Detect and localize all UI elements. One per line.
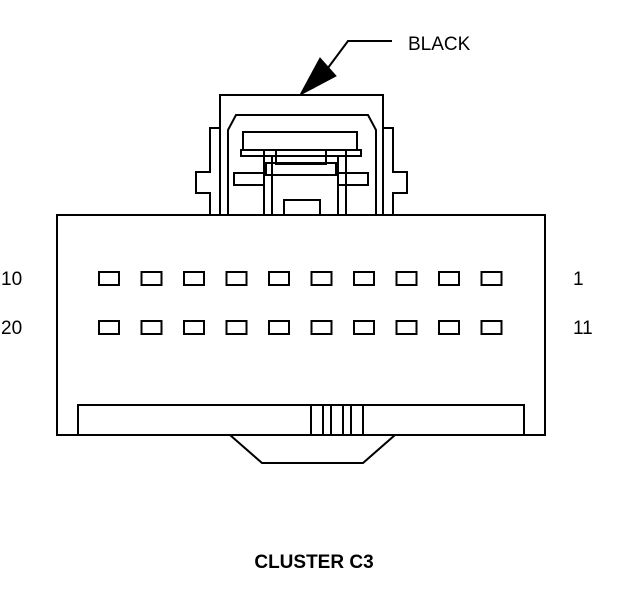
pin-cavity <box>438 320 460 335</box>
row1-right-pin-number: 1 <box>573 269 584 290</box>
pin-cavity <box>98 271 120 286</box>
pin-cavity <box>310 271 333 286</box>
row1-left-pin-number: 10 <box>1 269 22 290</box>
pin-cavity <box>268 320 290 335</box>
connector-body <box>56 214 546 464</box>
pin-cavity <box>98 320 120 335</box>
pin-row-1 <box>98 271 503 286</box>
pin-cavity <box>395 271 418 286</box>
connector-latch <box>195 94 408 216</box>
pin-cavity <box>268 271 290 286</box>
pin-cavity <box>353 320 375 335</box>
pin-cavity <box>310 320 333 335</box>
connector-color-label: BLACK <box>408 34 471 55</box>
row2-right-pin-number: 11 <box>573 318 593 339</box>
pin-cavity <box>480 271 503 286</box>
row2-left-pin-number: 20 <box>1 318 22 339</box>
callout-arrowhead <box>298 57 337 97</box>
pin-cavity <box>438 271 460 286</box>
pin-cavity <box>140 271 163 286</box>
diagram-caption: CLUSTER C3 <box>254 552 373 573</box>
pin-cavity <box>225 271 248 286</box>
pin-cavity <box>183 320 205 335</box>
pin-cavity <box>395 320 418 335</box>
pin-cavity <box>225 320 248 335</box>
pin-cavity <box>183 271 205 286</box>
pin-row-2 <box>98 320 503 335</box>
pin-cavity <box>353 271 375 286</box>
pin-cavity <box>140 320 163 335</box>
callout-leader <box>298 40 392 97</box>
pin-cavity <box>480 320 503 335</box>
